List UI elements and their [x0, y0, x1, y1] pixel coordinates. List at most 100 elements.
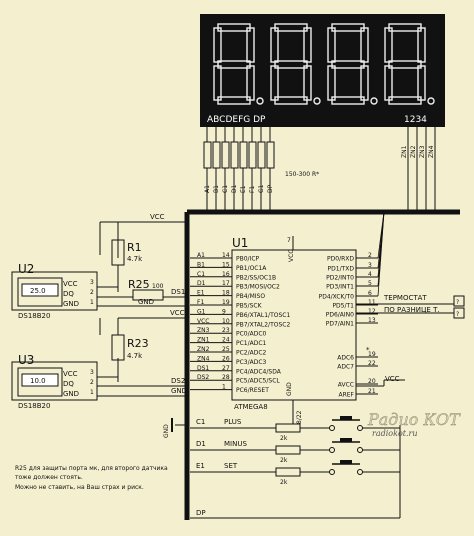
- mcu-left-num: 17: [222, 280, 230, 287]
- mcu-right-pin: PD3/INT1: [326, 284, 354, 291]
- digit-4: [384, 23, 435, 105]
- u2-part: DS18B20: [18, 312, 50, 320]
- sensor-u3: U3 10.0 VCC DQ GND 3 2 1 DS18B20 DS2 GND: [11, 353, 187, 410]
- radiokot-logo: Радио КОТ radiokot.ru: [367, 410, 461, 438]
- button-net: D1: [196, 440, 206, 448]
- mcu-left-num: 19: [222, 299, 230, 306]
- decimal-point: [427, 97, 435, 105]
- segment: [331, 60, 365, 69]
- mcu-left-pin: PC1/ADC1: [236, 340, 267, 347]
- diff-label: ПО РАЗНИЦЕ Т.: [384, 306, 440, 314]
- segment-pin-label: E1: [240, 185, 247, 193]
- button-resistor-value: 2k: [280, 457, 288, 464]
- mcu-right-num: 4: [368, 271, 372, 278]
- mcu-left-pin: PB0/ICP: [236, 256, 260, 263]
- r25-ref: R25: [128, 278, 150, 291]
- ground-label: GND: [163, 424, 170, 438]
- mcu-right-pin: ADC7: [337, 364, 354, 371]
- r1-value: 4.7k: [127, 255, 143, 263]
- vcc-label-1: VCC: [150, 213, 165, 221]
- segment-pin-label: G1: [258, 184, 265, 193]
- u3-num-2: 2: [90, 379, 94, 386]
- bus: [184, 209, 460, 520]
- resistor-r23: R23 4.7k: [111, 334, 149, 361]
- r23-ref: R23: [127, 337, 149, 350]
- mcu-left-net: ZN1: [197, 337, 210, 344]
- seven-segment-display: ABCDEFG DP 1234: [200, 14, 445, 127]
- mcu-left-num: 18: [222, 290, 230, 297]
- segment-pin-label: DP: [267, 184, 274, 193]
- u1-top-label: VCC: [288, 250, 295, 262]
- svg-text:?: ?: [456, 299, 459, 306]
- mcu-left-num: 23: [222, 327, 230, 334]
- button-net: C1: [196, 418, 205, 426]
- r1-ref: R1: [127, 241, 142, 254]
- u1-bottom-num: 8/22: [296, 410, 303, 424]
- anode-label: ZN2: [410, 145, 417, 158]
- mcu-left-net: E1: [197, 290, 205, 297]
- mcu-right-num: 2: [368, 252, 372, 259]
- mcu-left-num: 25: [222, 346, 230, 353]
- note-line-1: R25 для защиты порта мк, для второго дат…: [15, 465, 168, 472]
- mcu-right-num: 12: [368, 308, 376, 315]
- button-resistor: [275, 467, 301, 477]
- segment-resistor: [239, 141, 248, 169]
- mcu-right-pin: PD1/TXD: [328, 266, 355, 273]
- ground-symbol: GND: [163, 418, 187, 438]
- mcu-left-pin: PB5/SCK: [236, 303, 263, 310]
- button-net: E1: [196, 462, 205, 470]
- decimal-point: [313, 97, 321, 105]
- display-segment-labels: ABCDEFG DP: [207, 115, 266, 125]
- mcu-left-net: ZN3: [197, 327, 210, 334]
- u2-num-3: 3: [90, 279, 94, 286]
- mcu-left-pin: PB4/MISO: [236, 293, 265, 300]
- mcu-left-num: 14: [222, 252, 230, 259]
- u2-pin-dq: DQ: [63, 290, 74, 298]
- svg-text:?: ?: [456, 311, 459, 318]
- dot-note: *: [366, 346, 370, 354]
- sensor-u2: U2 25.0 VCC DQ GND 3 2 1 DS18B20: [11, 262, 187, 320]
- segment-resistor-note: 150-300 R*: [285, 171, 319, 178]
- mcu-right-pin: PD6/AIN0: [326, 312, 354, 319]
- u1-part: ATMEGA8: [234, 403, 268, 411]
- mcu-right-pin: AVCC: [338, 382, 354, 389]
- segment: [217, 60, 251, 69]
- mcu-left-num: 9: [222, 308, 226, 315]
- mcu-right-pin: PD4/XCK/T0: [319, 294, 355, 301]
- mcu-left-pin: PC5/ADC5/SCL: [236, 378, 280, 385]
- segment-resistor: [248, 141, 257, 169]
- mcu-right-num: 19: [368, 351, 376, 358]
- u3-num-1: 1: [90, 389, 94, 396]
- segment-resistor: [221, 141, 230, 169]
- anode-label: ZN1: [401, 145, 408, 158]
- mcu-left-pin: PC6/RESET: [236, 387, 269, 394]
- u1-top-num: 7: [287, 237, 291, 244]
- thermostat-label: ТЕРМОСТАТ: [383, 294, 427, 302]
- gnd-label-2: GND: [171, 387, 187, 395]
- note-line-2: тоже должен стоять.: [15, 474, 83, 481]
- button-label: PLUS: [224, 418, 242, 426]
- u2-value: 25.0: [30, 287, 46, 295]
- mcu-left-pin: PC0/ADC0: [236, 331, 267, 338]
- segment-pin-label: D1: [231, 184, 238, 193]
- u2-pin-vcc: VCC: [63, 280, 78, 288]
- segment-pin-label: C1: [222, 185, 229, 193]
- mcu-left-net: ZN2: [197, 346, 210, 353]
- display-digit-labels: 1234: [404, 115, 427, 125]
- mcu-left-num: 27: [222, 365, 230, 372]
- resistor-r1: R1 4.7k: [111, 222, 143, 292]
- mcu-left-pin: PB2/SS/OC1B: [236, 274, 276, 281]
- avcc-vcc-label: VCC: [385, 375, 400, 383]
- u3-value: 10.0: [30, 377, 46, 385]
- u2-ref: U2: [18, 262, 34, 276]
- u3-num-3: 3: [90, 369, 94, 376]
- mcu-right-num: 20: [368, 378, 376, 385]
- mcu-right-num: 3: [368, 262, 372, 269]
- segment-pin-label: F1: [249, 186, 256, 193]
- u1-ref: U1: [232, 236, 248, 250]
- resistor-r25: R25 100 DS1 GND: [128, 278, 185, 306]
- digit-2: [270, 23, 321, 105]
- button-resistor: [275, 445, 301, 455]
